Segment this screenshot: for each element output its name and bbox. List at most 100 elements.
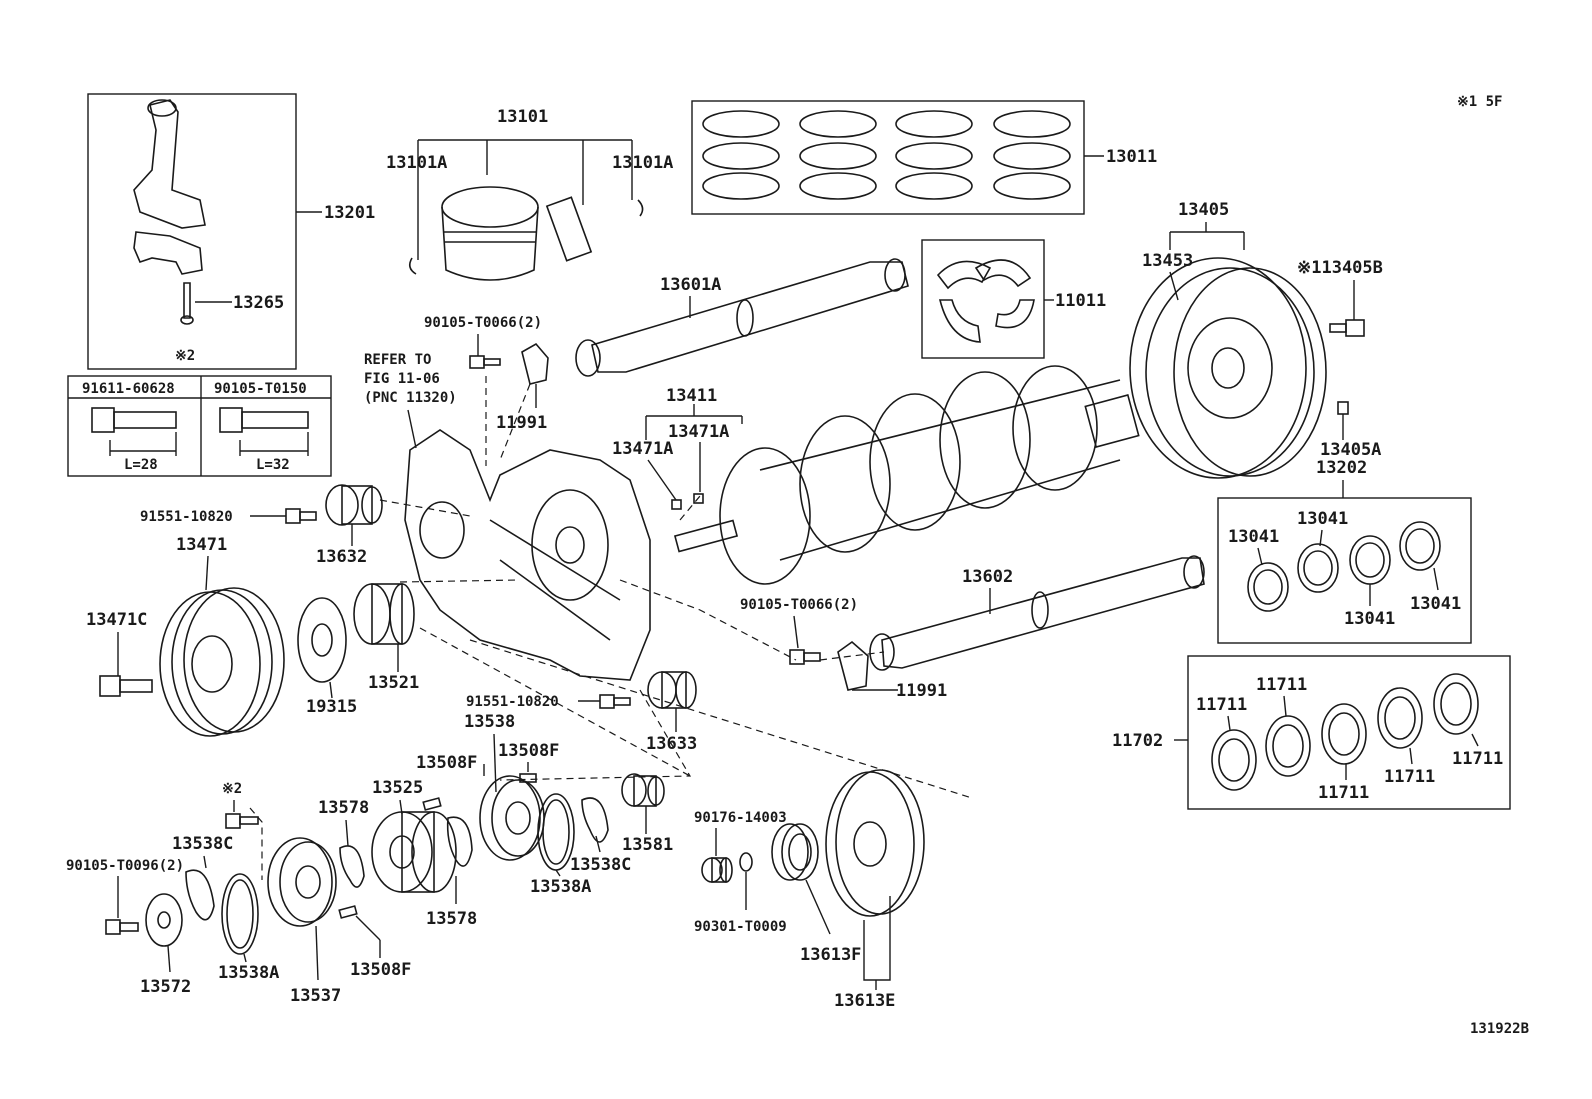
label-13405: 13405 [1178, 200, 1229, 220]
flywheel-drawing [1129, 257, 1327, 479]
label-13101: 13101 [497, 107, 548, 127]
label-13265: 13265 [233, 293, 284, 313]
plate-13572 [145, 893, 183, 947]
label-13508f-a: 13508F [498, 741, 559, 761]
label-13101a-right: 13101A [612, 153, 673, 173]
label-bolt-10820-mid: 91551-10820 [466, 694, 559, 710]
label-13578-bottom: 13578 [426, 909, 477, 929]
gear-13525 [371, 811, 457, 893]
bolt-table [67, 375, 332, 477]
bolt-90105-t0096 [105, 919, 139, 935]
label-13201: 13201 [324, 203, 375, 223]
mark2-bottom: ※2 [222, 781, 242, 797]
label-13613e: 13613E [834, 991, 895, 1011]
pulley-bolt-13471c [99, 675, 153, 697]
label-13538a-left: 13538A [218, 963, 279, 983]
gear-13537 [267, 837, 337, 927]
label-13101a-left: 13101A [386, 153, 447, 173]
refer-line-3: (PNC 11320) [364, 390, 457, 406]
key-13508f-b [422, 797, 442, 811]
oil-seal-13613f [771, 823, 819, 881]
label-bolt-t0066-top: 90105-T0066(2) [424, 315, 542, 331]
bolt-drawing-1 [91, 407, 177, 456]
label-13453: 13453 [1142, 251, 1193, 271]
label-washer-t0009: 90301-T0009 [694, 919, 787, 935]
label-11711-b: 11711 [1256, 675, 1307, 695]
piston-ring-box [691, 100, 1085, 215]
bolt-table-length-1: L=28 [124, 457, 158, 473]
crank-pulley-13471 [159, 587, 285, 737]
label-13508f-c: 13508F [350, 960, 411, 980]
label-13471a-right: 13471A [668, 422, 729, 442]
knock-pin-90176-14003 [701, 857, 733, 883]
connecting-rod-drawing [133, 99, 206, 325]
label-13471: 13471 [176, 535, 227, 555]
label-13538a-right: 13538A [530, 877, 591, 897]
snap-ring-13538c-left [185, 869, 215, 921]
label-13613f: 13613F [800, 945, 861, 965]
label-13537: 13537 [290, 986, 341, 1006]
label-11711-e: 11711 [1452, 749, 1503, 769]
label-bolt-10820-top: 91551-10820 [140, 509, 233, 525]
label-13411: 13411 [666, 386, 717, 406]
label-13471c: 13471C [86, 610, 147, 630]
connecting-rod-box [87, 93, 297, 370]
alignment-guides [249, 376, 973, 880]
snap-ring-13578-b [446, 816, 473, 867]
flywheel-bolt [1329, 319, 1365, 337]
snap-ring-13578-a [339, 845, 365, 888]
label-11011: 11011 [1055, 291, 1106, 311]
cam-pulley-13613e [825, 769, 925, 917]
label-13601a: 13601A [660, 275, 721, 295]
label-bolt-t0096: 90105-T0096(2) [66, 858, 184, 874]
piston-rings-drawing [702, 110, 1071, 200]
label-19315: 19315 [306, 697, 357, 717]
label-13011: 13011 [1106, 147, 1157, 167]
plate-11991-mid [837, 640, 869, 691]
label-11711-d: 11711 [1384, 767, 1435, 787]
bolt-91551-10820-top [285, 508, 317, 524]
bolt-table-part-2: 90105-T0150 [214, 381, 307, 397]
label-13632: 13632 [316, 547, 367, 567]
crankshaft-drawing [673, 365, 1140, 585]
crank-gear-13521 [353, 583, 415, 645]
label-bolt-14003: 90176-14003 [694, 810, 787, 826]
bolt-91551-10820-mid [599, 694, 631, 709]
washer-90301-t0009 [739, 852, 753, 872]
gear-13632 [325, 484, 383, 526]
ring-13538a-right [537, 793, 575, 871]
label-11702: 11702 [1112, 731, 1163, 751]
figure-code: 131922B [1470, 1021, 1529, 1037]
plate-11991-top [521, 342, 549, 385]
label-13405a: 13405A [1320, 440, 1381, 460]
thrust-washer-box [921, 239, 1045, 359]
label-13471a-left: 13471A [612, 439, 673, 459]
label-13041-a: 13041 [1228, 527, 1279, 547]
piston-drawing [408, 186, 644, 281]
label-13602: 13602 [962, 567, 1013, 587]
key-13471a-a [671, 499, 682, 510]
label-13525: 13525 [372, 778, 423, 798]
ring-13538a-left [221, 873, 259, 955]
label-13202: 13202 [1316, 458, 1367, 478]
dowel-pin-13405a [1337, 401, 1349, 415]
main-bearing-box [1187, 655, 1511, 810]
balance-gear-13538 [479, 775, 545, 861]
label-13508f-b: 13508F [416, 753, 477, 773]
timing-rotor-19315 [297, 597, 347, 683]
bolt-90105-t0066-top [469, 355, 501, 369]
label-11711-c: 11711 [1318, 783, 1369, 803]
refer-line-2: FIG 11-06 [364, 371, 440, 387]
label-bolt-t0066-mid: 90105-T0066(2) [740, 597, 858, 613]
label-13581: 13581 [622, 835, 673, 855]
label-13041-b: 13041 [1297, 509, 1348, 529]
key-13471a-b [693, 493, 704, 504]
note-top-right: ※1 5F [1457, 94, 1502, 110]
refer-line-1: REFER TO [364, 352, 431, 368]
shaft-13581 [621, 773, 665, 807]
main-bearings-drawing [1211, 673, 1479, 791]
key-13508f-c [338, 905, 358, 919]
front-case-drawing [404, 429, 651, 681]
crank-bearing-box [1217, 497, 1472, 644]
